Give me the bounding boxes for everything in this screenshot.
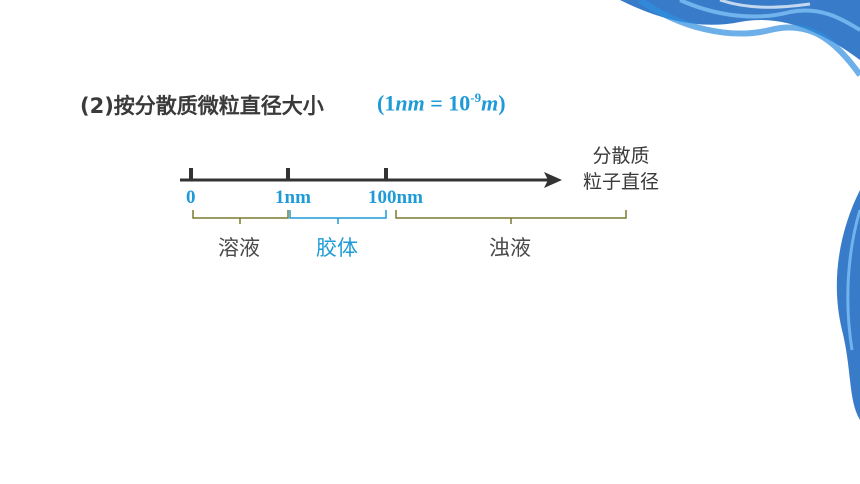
unit-formula: (1nm = 10-9m) [377, 90, 506, 116]
brace-suspension [395, 210, 627, 224]
decorative-smoke-top [620, 0, 860, 77]
axis-title-line1: 分散质 [592, 145, 650, 167]
brace-colloid [289, 210, 387, 224]
decorative-smoke-right [836, 190, 860, 420]
axis-title-line2: 粒子直径 [583, 171, 660, 193]
brace-solution [192, 210, 289, 224]
tick-label-100nm: 100nm [368, 187, 423, 208]
axis-title: 分散质 粒子直径 [583, 143, 659, 195]
range-label-suspension: 浊液 [489, 236, 531, 260]
tick-label-1nm: 1nm [275, 187, 311, 208]
range-label-colloid: 胶体 [316, 236, 358, 260]
range-label-solution: 溶液 [218, 236, 260, 260]
axis-arrowhead [544, 172, 562, 188]
tick-label-0: 0 [186, 187, 196, 208]
section-heading: (2)按分散质微粒直径大小 [80, 94, 324, 118]
